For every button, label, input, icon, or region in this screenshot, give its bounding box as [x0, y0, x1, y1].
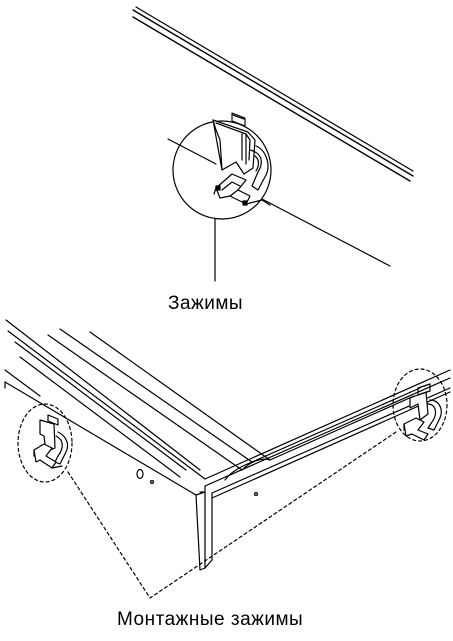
- panel-edge-lines: [168, 139, 390, 266]
- clip-magnifier-circle: [173, 121, 271, 219]
- clips-label: Зажимы: [168, 293, 244, 314]
- spring-clip-detail: [213, 113, 270, 205]
- mounting-clips-label: Монтажные зажимы: [117, 609, 304, 630]
- luminaire-panel: [5, 320, 450, 570]
- mounting-clips-leaders: [68, 432, 396, 598]
- left-mounting-clip: [18, 404, 72, 482]
- ceiling-rail: [133, 7, 413, 181]
- right-mounting-clip: [393, 369, 447, 441]
